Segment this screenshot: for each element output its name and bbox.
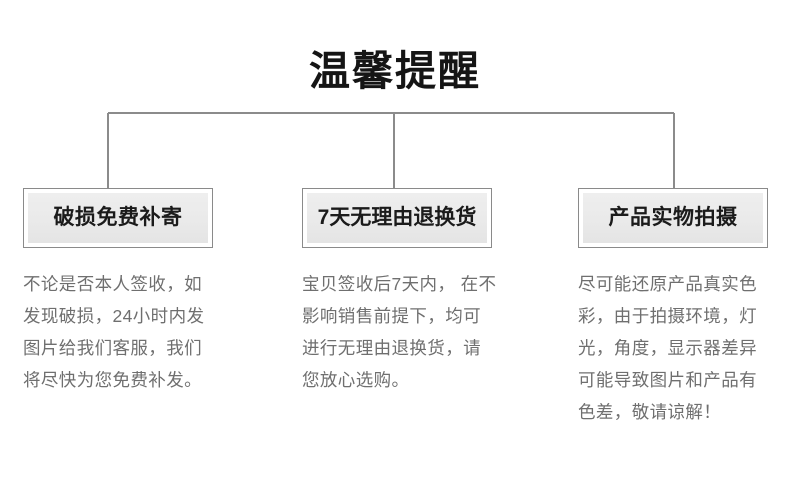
page-title: 温馨提醒 xyxy=(309,48,481,94)
card-body-text: 尽可能还原产品真实色彩，由于拍摄环境，灯光，角度，显示器差异可能导致图片和产品有… xyxy=(578,274,757,422)
card-heading-label: 7天无理由退换货 xyxy=(317,206,477,229)
card-heading-box: 破损免费补寄 xyxy=(23,188,213,248)
card-seven-day-return: 7天无理由退换货 宝贝签收后7天内， 在不影响销售前提下，均可进行无理由退换货，… xyxy=(302,188,496,396)
card-heading-box: 产品实物拍摄 xyxy=(578,188,768,248)
card-heading-panel: 产品实物拍摄 xyxy=(583,193,763,243)
card-heading-label: 产品实物拍摄 xyxy=(608,206,738,229)
card-damage-reshipment: 破损免费补寄 不论是否本人签收，如发现破损，24小时内发图片给我们客服，我们将尽… xyxy=(23,188,213,396)
card-heading-panel: 7天无理由退换货 xyxy=(307,193,487,243)
card-heading-panel: 破损免费补寄 xyxy=(28,193,208,243)
card-heading-box: 7天无理由退换货 xyxy=(302,188,492,248)
card-heading-label: 破损免费补寄 xyxy=(53,206,183,229)
card-body-text: 宝贝签收后7天内， 在不影响销售前提下，均可进行无理由退换货，请您放心选购。 xyxy=(302,274,497,390)
cards-row: 破损免费补寄 不论是否本人签收，如发现破损，24小时内发图片给我们客服，我们将尽… xyxy=(0,188,790,448)
card-body-text: 不论是否本人签收，如发现破损，24小时内发图片给我们客服，我们将尽快为您免费补发… xyxy=(23,274,205,390)
card-real-product-photo: 产品实物拍摄 尽可能还原产品真实色彩，由于拍摄环境，灯光，角度，显示器差异可能导… xyxy=(578,188,768,428)
